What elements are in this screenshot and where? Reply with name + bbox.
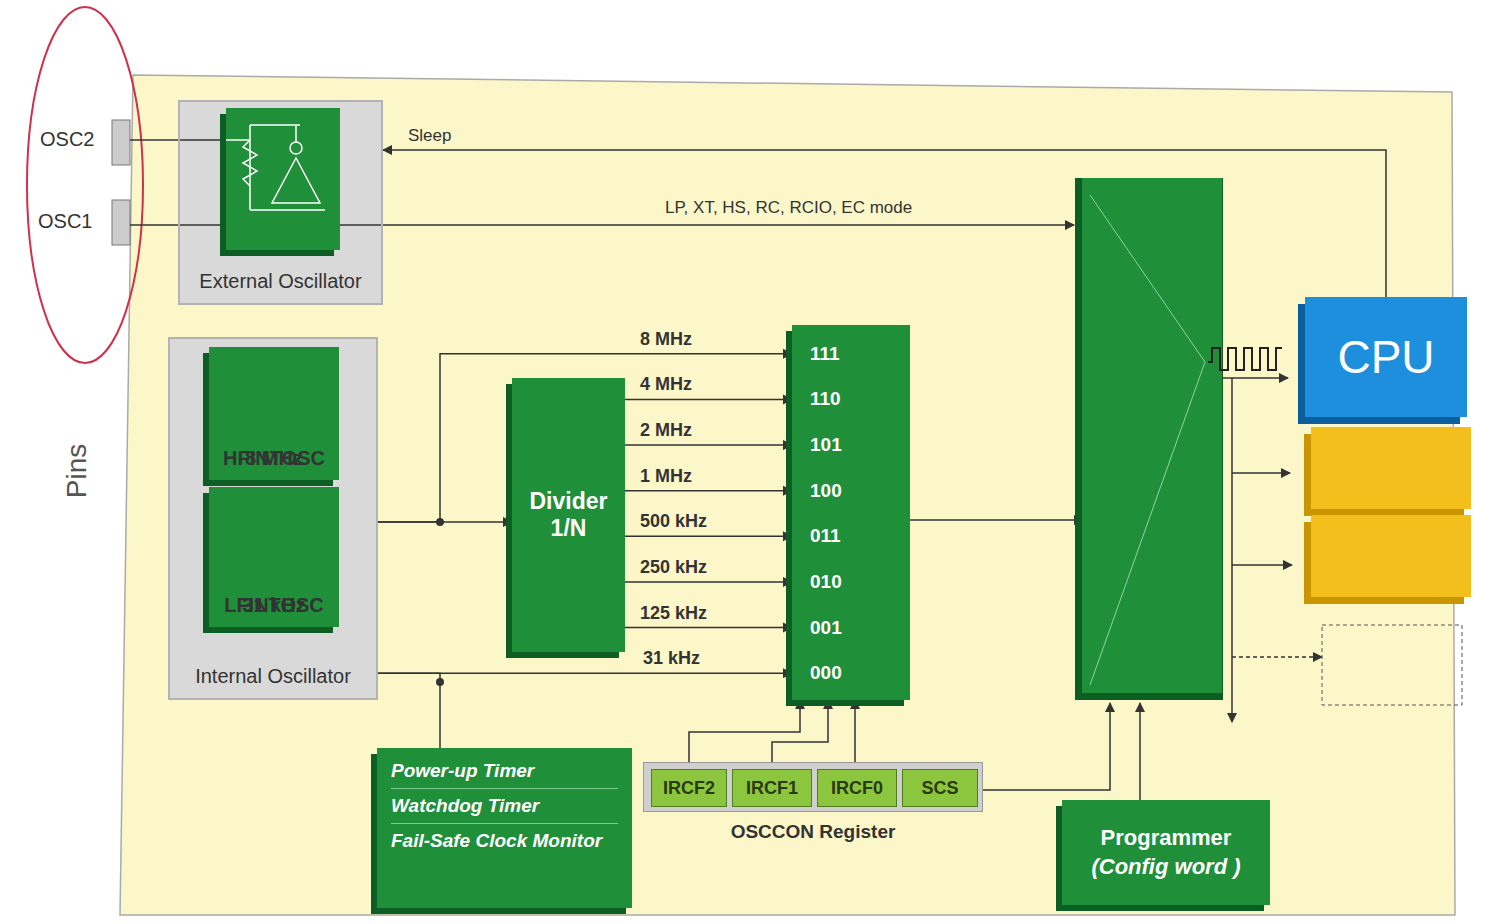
mux-symbol xyxy=(1090,195,1205,685)
connector xyxy=(855,700,857,769)
node-text: Fail-Safe Clock Monitor xyxy=(391,824,618,858)
frequency-label: 2 MHz xyxy=(640,420,692,441)
crystal-symbol xyxy=(226,125,325,210)
wire xyxy=(1232,472,1290,474)
register-strip: OSCCON RegisterIRCF2IRCF1IRCF0SCS xyxy=(643,762,983,812)
highlight-ellipse xyxy=(27,7,143,363)
node-text: 8 MHz xyxy=(209,447,339,470)
wire xyxy=(1231,378,1233,722)
panel: External Oscillator xyxy=(178,100,383,305)
register-bit: IRCF1 xyxy=(732,769,812,807)
connector xyxy=(689,700,800,769)
connector xyxy=(625,536,792,538)
frequency-label: 4 MHz xyxy=(640,374,692,395)
connector xyxy=(383,150,1386,297)
connector xyxy=(625,399,792,401)
node-text: 000 xyxy=(810,662,910,684)
crystal-box xyxy=(226,108,340,250)
board xyxy=(120,75,1455,915)
oscillator-box: LFINTOSC31 kHz xyxy=(209,487,339,627)
node-text: Power-up Timer xyxy=(391,754,618,789)
timer-box: Power-up TimerWatchdog TimerFail-Safe Cl… xyxy=(377,748,632,908)
node-text: 100 xyxy=(810,480,910,502)
programmer-box: Programmer(Config word ) xyxy=(1062,800,1270,905)
pin-name: OSC1 xyxy=(38,210,92,233)
node-text: 011 xyxy=(810,525,910,547)
pin-name: OSC2 xyxy=(40,128,94,151)
signal-label: LP, XT, HS, RC, RCIO, EC mode xyxy=(665,198,912,218)
group-label: Pins xyxy=(61,444,93,498)
peripheral-block xyxy=(1311,427,1471,509)
node-text: SCS xyxy=(921,778,958,799)
node-text: 31 kHz xyxy=(209,594,339,617)
panel: Internal Oscillator HFINTOSC8 MHzLFINTOSC… xyxy=(168,337,378,700)
node-text: (Config word ) xyxy=(1091,853,1240,882)
register-bit: IRCF0 xyxy=(817,769,897,807)
oscillator-box: HFINTOSC8 MHz xyxy=(209,347,339,480)
node-text: Watchdog Timer xyxy=(391,789,618,824)
frequency-label: 1 MHz xyxy=(640,466,692,487)
pin xyxy=(112,120,130,165)
frequency-label: 31 kHz xyxy=(643,648,700,669)
node-text: IRCF0 xyxy=(831,778,883,799)
node-text: 111 xyxy=(810,343,910,365)
pin xyxy=(112,200,130,245)
wire xyxy=(910,519,1083,521)
wire xyxy=(1232,656,1322,658)
register-bit: IRCF2 xyxy=(651,769,727,807)
peripheral-block xyxy=(1311,515,1471,597)
frequency-label: 250 kHz xyxy=(640,557,707,578)
node-text: OSCCON Register xyxy=(644,821,982,843)
clock-waveform xyxy=(1208,348,1282,370)
node-text: CPU xyxy=(1337,330,1434,384)
connector xyxy=(772,700,828,769)
panel-fill xyxy=(178,100,383,305)
divider-box: Divider 1/N xyxy=(512,378,625,652)
optional-block xyxy=(1322,625,1462,705)
node-text: 110 xyxy=(810,388,910,410)
connector xyxy=(625,627,792,629)
node-text: 010 xyxy=(810,571,910,593)
node-text: 101 xyxy=(810,434,910,456)
node-text: IRCF1 xyxy=(746,778,798,799)
node-text: Programmer xyxy=(1101,824,1232,853)
node-text: Internal Oscillator xyxy=(170,665,376,688)
frequency-label: 500 kHz xyxy=(640,511,707,532)
wire xyxy=(983,703,1110,790)
frequency-label: 8 MHz xyxy=(640,329,692,350)
node-text: IRCF2 xyxy=(663,778,715,799)
connector xyxy=(625,490,792,492)
clock-multiplexer xyxy=(1082,178,1222,693)
box-shadow xyxy=(1075,178,1223,700)
register-bit: SCS xyxy=(902,769,978,807)
wire xyxy=(1232,564,1292,566)
wire xyxy=(1139,703,1141,800)
cpu-block: CPU xyxy=(1305,297,1467,417)
node-text: External Oscillator xyxy=(180,270,381,293)
node-text: Divider 1/N xyxy=(512,488,625,542)
connector xyxy=(625,444,792,446)
signal-label: Sleep xyxy=(408,126,451,146)
select-multiplexer: 111 110 101 100 011 010 001 000 xyxy=(792,325,910,700)
connector xyxy=(378,673,440,748)
connector xyxy=(625,581,792,583)
frequency-label: 125 kHz xyxy=(640,603,707,624)
node-text: 001 xyxy=(810,617,910,639)
